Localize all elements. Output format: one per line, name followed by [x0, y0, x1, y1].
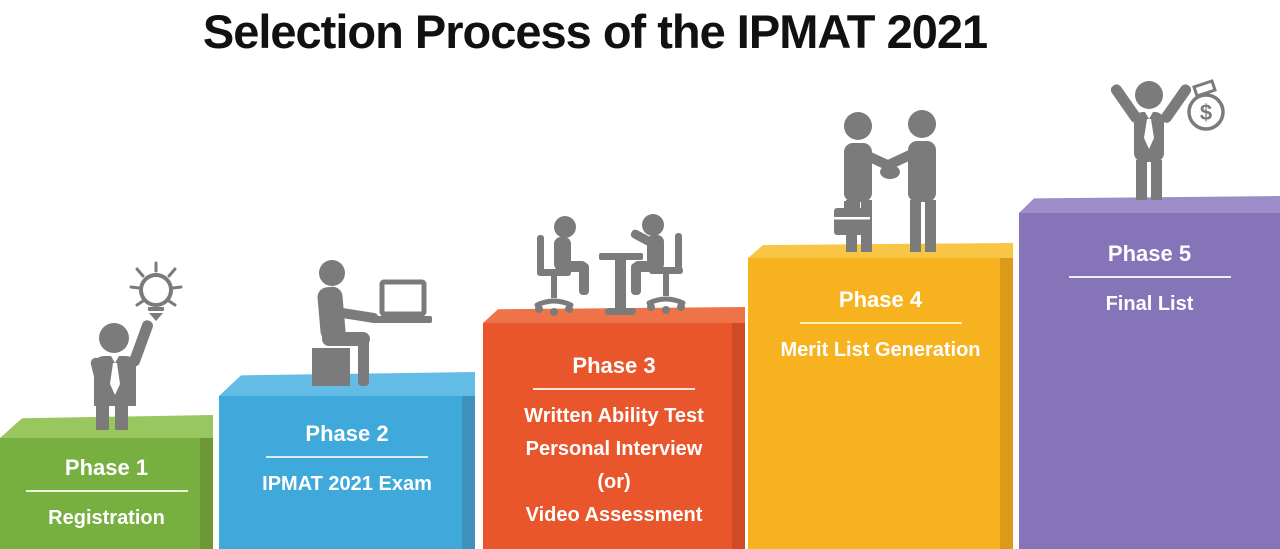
winner-icon: $: [1088, 70, 1228, 200]
handshake-icon: [820, 110, 960, 252]
step-top-face: [1019, 196, 1280, 213]
phase-subtitle: IPMAT 2021 Exam: [262, 473, 432, 495]
laptop-person-icon: [292, 258, 432, 386]
step-content: Phase 5 Final List: [1019, 240, 1280, 321]
phase-subtitle: (or): [597, 471, 631, 493]
step-content: Phase 4 Merit List Generation: [748, 286, 1013, 367]
svg-text:$: $: [1200, 100, 1212, 125]
laptop-person-svg: [312, 260, 432, 386]
handshake-svg: [834, 110, 936, 252]
step-content: Phase 2 IPMAT 2021 Exam: [219, 420, 475, 501]
step-phase-5: Phase 5 Final List: [1019, 196, 1280, 549]
phase-label: Phase 1: [64, 455, 149, 480]
phase-label: Phase 4: [838, 287, 923, 312]
phase-underline: [25, 490, 188, 492]
phase-underline: [799, 322, 962, 324]
step-phase-2: Phase 2 IPMAT 2021 Exam: [219, 372, 475, 549]
phase-subtitle: Written Ability Test: [524, 405, 704, 427]
step-edge-shade: [732, 323, 745, 549]
phase-underline: [533, 388, 695, 390]
phase-label: Phase 2: [305, 421, 389, 446]
step-content: Phase 1 Registration: [0, 454, 213, 535]
step-phase-3: Phase 3 Written Ability Test Personal In…: [483, 307, 745, 549]
idea-person-svg: [90, 261, 183, 430]
winner-svg: $: [1110, 79, 1225, 200]
interview-icon: [525, 212, 695, 320]
phase-subtitle: Final List: [1105, 293, 1194, 315]
step-edge-shade: [1000, 258, 1013, 549]
phase-subtitle: Merit List Generation: [780, 339, 981, 361]
phase-subtitle: Registration: [48, 507, 165, 529]
phase-label: Phase 5: [1107, 241, 1192, 266]
interview-svg: [534, 214, 686, 316]
step-content: Phase 3 Written Ability Test Personal In…: [483, 352, 745, 532]
step-edge-shade: [200, 438, 213, 549]
step-edge-shade: [462, 396, 475, 549]
idea-person-icon: [68, 260, 200, 430]
phase-label: Phase 3: [572, 353, 656, 378]
step-phase-1: Phase 1 Registration: [0, 415, 213, 549]
page-title: Selection Process of the IPMAT 2021: [202, 5, 988, 58]
phase-underline: [1068, 276, 1231, 278]
phase-subtitle: Personal Interview: [525, 438, 703, 460]
phase-subtitle: Video Assessment: [525, 504, 703, 526]
step-phase-4: Phase 4 Merit List Generation: [748, 243, 1013, 549]
step-top-face: [748, 243, 1013, 258]
phase-underline: [266, 456, 428, 458]
